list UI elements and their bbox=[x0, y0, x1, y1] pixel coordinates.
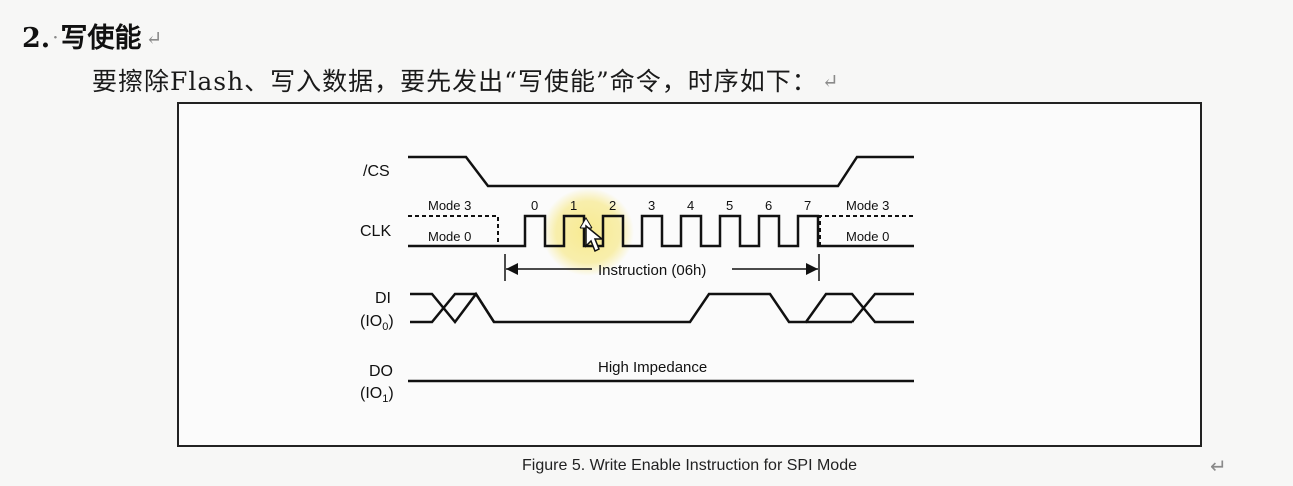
figure-frame bbox=[177, 102, 1202, 447]
do-io-prefix: (IO bbox=[360, 385, 382, 402]
space-dot: · bbox=[52, 25, 59, 49]
clock-number-6: 6 bbox=[765, 198, 772, 213]
clk-mode3-dashed-right bbox=[819, 215, 914, 246]
clock-number-3: 3 bbox=[648, 198, 655, 213]
clock-number-4: 4 bbox=[687, 198, 694, 213]
cs-label: /CS bbox=[363, 163, 390, 180]
clk-label: CLK bbox=[360, 223, 391, 240]
clk-mode0-left: Mode 0 bbox=[428, 229, 471, 244]
clk-waveform bbox=[408, 214, 914, 248]
clk-mode3-right: Mode 3 bbox=[846, 198, 889, 213]
di-io-prefix: (IO bbox=[360, 313, 382, 330]
clock-number-2: 2 bbox=[609, 198, 616, 213]
di-io-sub: 0 bbox=[382, 321, 388, 333]
di-io-suffix: ) bbox=[388, 313, 393, 330]
clock-number-0: 0 bbox=[531, 198, 538, 213]
di-label: DI bbox=[375, 290, 391, 307]
clock-number-1: 1 bbox=[570, 198, 577, 213]
section-heading: 2.·写使能↵ bbox=[22, 16, 162, 55]
clk-mode0-right: Mode 0 bbox=[846, 229, 889, 244]
do-io-sub: 1 bbox=[382, 393, 388, 405]
body-paragraph: 要擦除Flash、写入数据，要先发出“写使能”命令，时序如下：↵ bbox=[92, 62, 840, 98]
do-io-suffix: ) bbox=[388, 385, 393, 402]
paragraph-text: 要擦除Flash、写入数据，要先发出“写使能”命令，时序如下： bbox=[92, 67, 818, 96]
clock-number-7: 7 bbox=[804, 198, 811, 213]
figure-caption: Figure 5. Write Enable Instruction for S… bbox=[522, 457, 857, 474]
paragraph-mark-icon: ↵ bbox=[145, 26, 163, 50]
paragraph-mark-icon: ↵ bbox=[821, 69, 840, 93]
clk-mode3-dashed-left bbox=[408, 215, 499, 246]
instruction-label: Instruction (06h) bbox=[598, 262, 706, 279]
di-io-label: (IO0) bbox=[360, 313, 394, 333]
section-number: 2. bbox=[22, 23, 51, 54]
clock-numbers: 0 1 2 3 4 5 6 7 bbox=[531, 198, 811, 213]
clock-number-5: 5 bbox=[726, 198, 733, 213]
cs-waveform bbox=[408, 155, 914, 188]
paragraph-mark-icon: ↵ bbox=[1210, 454, 1227, 478]
move-cursor-icon bbox=[579, 217, 605, 253]
clk-mode3-left: Mode 3 bbox=[428, 198, 471, 213]
high-impedance-label: High Impedance bbox=[598, 359, 707, 376]
di-waveform bbox=[410, 291, 914, 325]
do-io-label: (IO1) bbox=[360, 385, 394, 405]
do-label: DO bbox=[369, 363, 393, 380]
section-title: 写使能 bbox=[60, 23, 142, 54]
